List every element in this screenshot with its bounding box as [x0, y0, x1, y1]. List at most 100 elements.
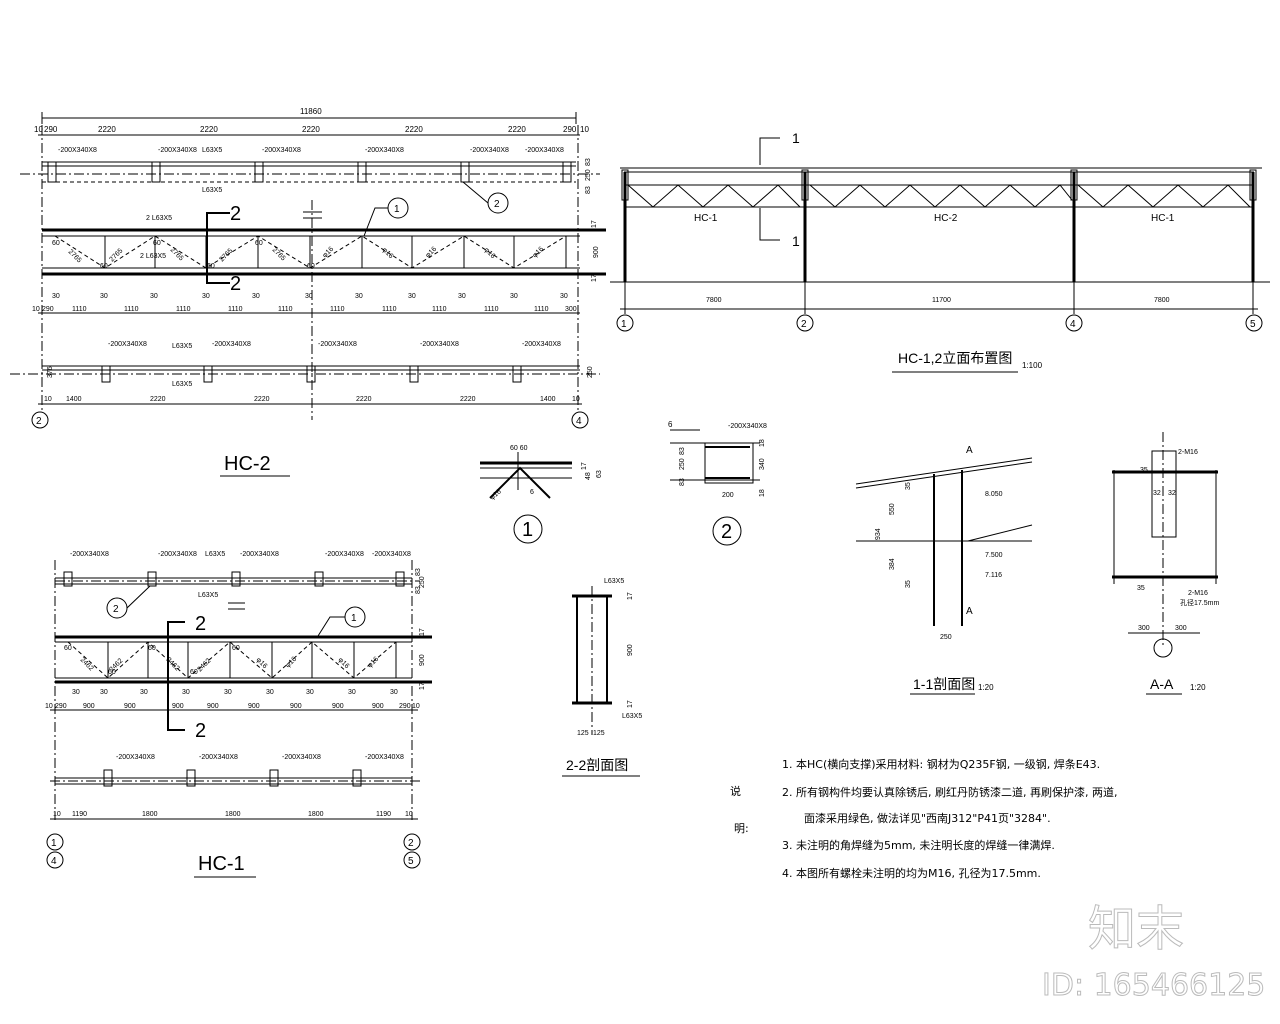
detail-1: 60 60 φ16 6 17 48 63 1 [480, 445, 603, 544]
svg-text:1: 1 [51, 838, 57, 849]
svg-text:1800: 1800 [225, 811, 241, 818]
svg-text:2 L63X5: 2 L63X5 [146, 215, 172, 222]
svg-text:17: 17 [591, 220, 598, 228]
svg-text:2: 2 [801, 319, 807, 330]
svg-text:30: 30 [306, 689, 314, 696]
svg-text:1:20: 1:20 [978, 683, 994, 692]
svg-text:83: 83 [415, 586, 422, 594]
svg-text:30: 30 [252, 293, 260, 300]
svg-text:6: 6 [530, 489, 534, 496]
svg-text:17: 17 [591, 274, 598, 282]
svg-text:1110: 1110 [72, 306, 87, 313]
svg-text:φ16: φ16 [321, 246, 335, 260]
svg-text:1: 1 [792, 233, 800, 249]
svg-text:L63X5: L63X5 [202, 187, 222, 194]
svg-text:φ16: φ16 [255, 656, 269, 670]
section-a-a: 2-M16 2-M16 孔径17.5mm 32 32 35 35 300 300… [1112, 432, 1219, 695]
svg-text:83: 83 [679, 447, 686, 455]
svg-text:-200X340X8: -200X340X8 [525, 147, 564, 154]
svg-text:1190: 1190 [376, 811, 391, 818]
svg-text:30: 30 [182, 689, 190, 696]
svg-text:30: 30 [100, 293, 108, 300]
svg-text:30: 30 [510, 293, 518, 300]
svg-text:30: 30 [390, 689, 398, 696]
svg-text:30: 30 [458, 293, 466, 300]
svg-text:A: A [966, 606, 973, 617]
svg-text:2: 2 [408, 838, 414, 849]
svg-text:-200X340X8: -200X340X8 [158, 147, 197, 154]
svg-text:-200X340X8: -200X340X8 [470, 147, 509, 154]
svg-text:17: 17 [627, 700, 634, 708]
svg-text:1190: 1190 [72, 811, 87, 818]
svg-text:60: 60 [64, 645, 72, 652]
elevation-title: HC-1,2立面布置图 [898, 350, 1012, 366]
section-1-1-title: 1-1剖面图 [913, 676, 975, 692]
svg-text:-200X340X8: -200X340X8 [325, 551, 364, 558]
note-item: 面漆采用绿色, 做法详见"西南J312"P41页"3284". [804, 811, 1051, 825]
svg-text:明:: 明: [734, 822, 749, 835]
svg-text:2: 2 [230, 203, 241, 225]
svg-text:900: 900 [332, 703, 344, 710]
svg-text:-200X340X8: -200X340X8 [262, 147, 301, 154]
svg-text:-200X340X8: -200X340X8 [199, 754, 238, 761]
svg-text:1400: 1400 [540, 396, 556, 403]
svg-text:18: 18 [759, 489, 766, 497]
note-item: 3. 未注明的角焊缝为5mm, 未注明长度的焊缝一律满焊. [782, 838, 1055, 852]
svg-text:900: 900 [627, 644, 634, 656]
svg-text:2: 2 [195, 720, 206, 742]
svg-text:A: A [966, 445, 973, 456]
svg-text:-200X340X8: -200X340X8 [420, 341, 459, 348]
svg-text:2220: 2220 [508, 125, 526, 134]
svg-text:2220: 2220 [302, 125, 320, 134]
svg-text:30: 30 [150, 293, 158, 300]
note-item: 2. 所有钢构件均要认真除锈后, 刷红丹防锈漆二道, 再刷保护漆, 两道, [782, 785, 1117, 799]
svg-text:5: 5 [1250, 319, 1256, 330]
svg-text:125: 125 [593, 730, 605, 737]
svg-text:2462: 2462 [79, 656, 95, 672]
svg-text:35: 35 [905, 482, 912, 490]
svg-text:30: 30 [140, 689, 148, 696]
svg-text:900: 900 [593, 246, 600, 258]
svg-text:900: 900 [248, 703, 260, 710]
svg-text:30: 30 [202, 293, 210, 300]
svg-text:2220: 2220 [460, 396, 476, 403]
svg-text:60 60: 60 60 [510, 445, 528, 452]
svg-text:7800: 7800 [1154, 297, 1170, 304]
svg-text:2220: 2220 [254, 396, 270, 403]
svg-text:φ16: φ16 [381, 246, 395, 260]
general-notes: 说 明: 1. 本HC(横向支撑)采用材料: 钢材为Q235F钢, 一级钢, 焊… [730, 757, 1117, 880]
elevation-layout: 1 1 HC-1 HC-2 HC-1 7800 11700 7800 1 2 4… [610, 130, 1270, 373]
svg-text:32: 32 [1153, 490, 1161, 497]
hc1-truss-elevation: 2 2 2462 2462 2462 2462 φ16 φ16 φ16 φ16 … [45, 613, 432, 742]
note-item: 4. 本图所有螺栓未注明的均为M16, 孔径为17.5mm. [782, 866, 1041, 880]
panel-label: HC-1 [694, 213, 718, 224]
hc2-truss-elevation: 2 L63X5 2 L63X5 2765 2765 2765 2765 2765… [32, 197, 606, 420]
svg-text:-200X340X8: -200X340X8 [70, 551, 109, 558]
svg-text:5: 5 [408, 856, 414, 867]
svg-text:1: 1 [792, 130, 800, 146]
svg-text:-200X340X8: -200X340X8 [365, 754, 404, 761]
svg-text:900: 900 [83, 703, 95, 710]
svg-text:10: 10 [53, 811, 61, 818]
section-1-1: A A 8.050 7.500 7.116 934 550 384 35 35 … [855, 445, 1033, 695]
svg-text:200: 200 [722, 492, 734, 499]
svg-text:10: 10 [405, 811, 413, 818]
svg-text:48: 48 [585, 472, 592, 480]
svg-text:2462: 2462 [196, 657, 212, 673]
detail-2-label: 2 [721, 521, 732, 543]
svg-text:-200X340X8: -200X340X8 [212, 341, 251, 348]
watermark-brand: 知末 [1088, 901, 1184, 957]
svg-text:1110: 1110 [176, 306, 191, 313]
svg-text:550: 550 [889, 503, 896, 515]
svg-text:L63X5: L63X5 [172, 381, 192, 388]
section-2-2-title: 2-2剖面图 [566, 757, 628, 773]
svg-text:17: 17 [581, 462, 588, 470]
svg-text:1: 1 [394, 204, 400, 215]
svg-text:17: 17 [419, 628, 426, 636]
svg-text:340: 340 [759, 458, 766, 470]
svg-text:4: 4 [1070, 319, 1076, 330]
svg-text:2220: 2220 [405, 125, 423, 134]
svg-text:60: 60 [307, 263, 315, 270]
svg-text:1: 1 [621, 319, 627, 330]
